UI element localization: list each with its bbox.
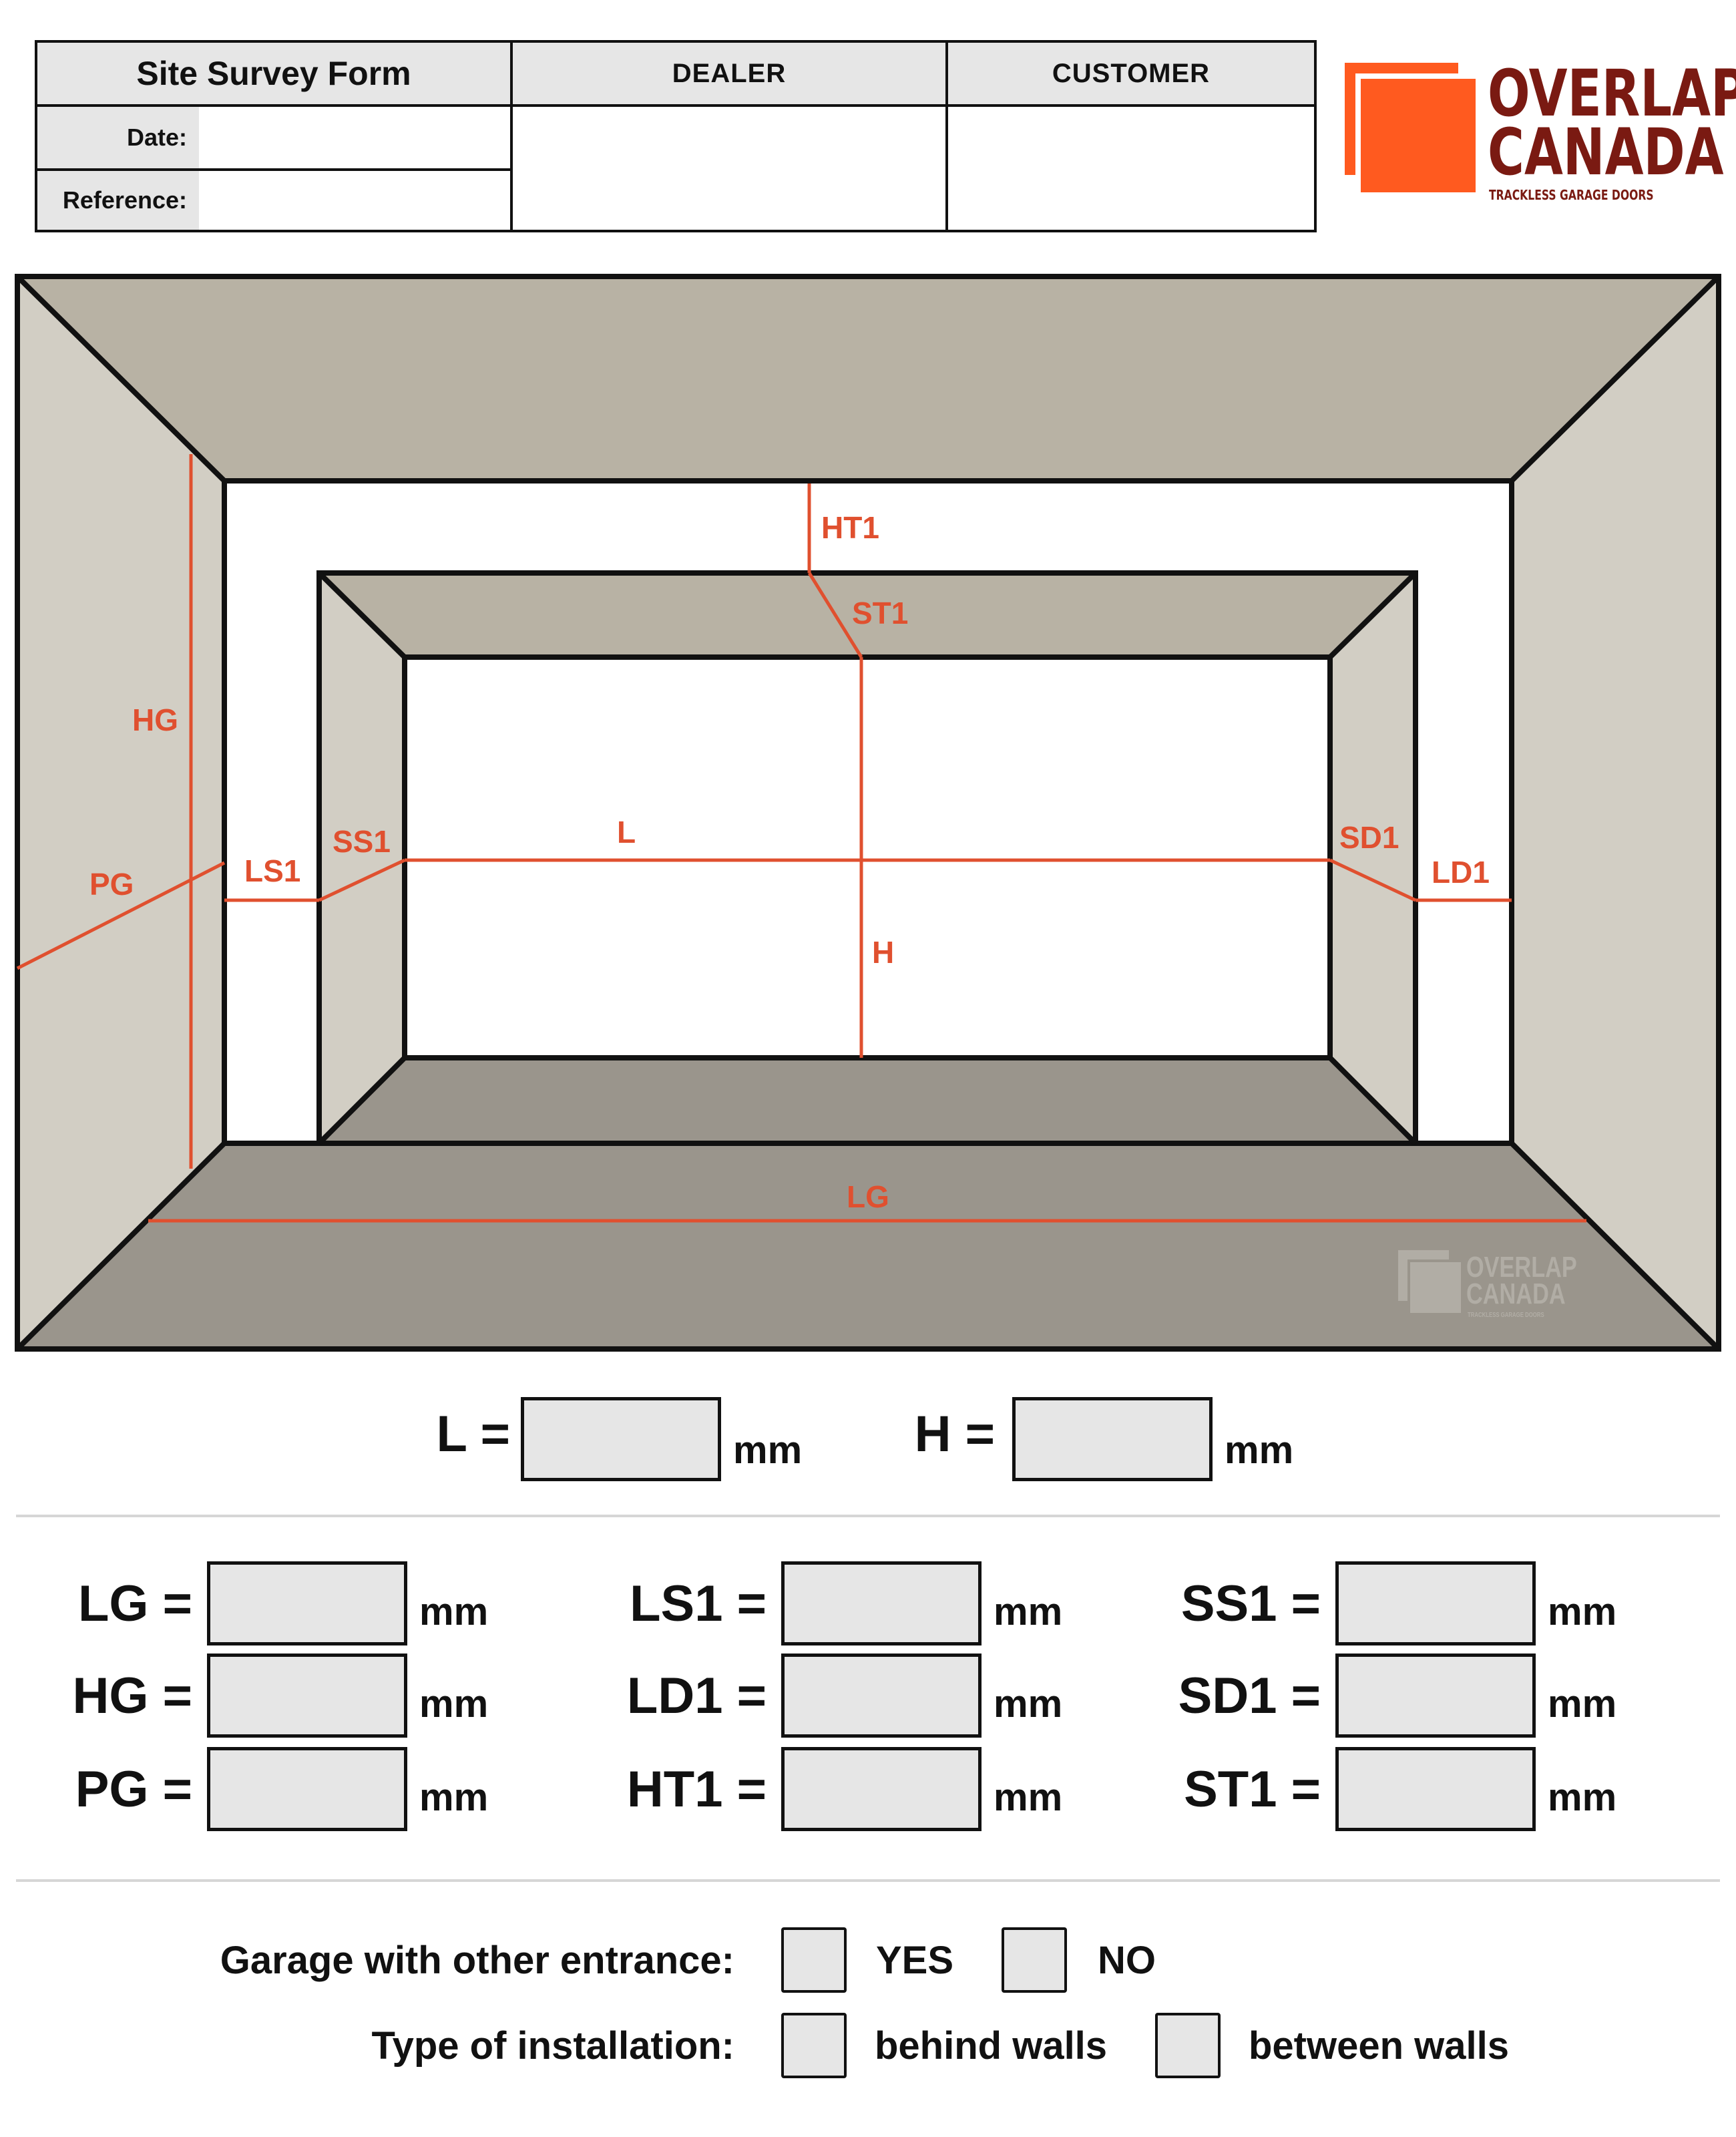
section-divider: [16, 1879, 1720, 1882]
door-opening: [405, 657, 1330, 1058]
logo-line1: OVERLAP: [1488, 56, 1736, 131]
sd1-field-label: SD1 =: [1178, 1668, 1321, 1724]
sd1-measure-line: [1329, 858, 1417, 902]
ht1-input[interactable]: [781, 1747, 982, 1831]
h-unit: mm: [1225, 1428, 1294, 1472]
entrance-question: Garage with other entrance:: [220, 1939, 734, 1982]
ss1-field-label: SS1 =: [1180, 1575, 1321, 1632]
section-divider: [16, 1515, 1720, 1517]
installation-question: Type of installation:: [371, 2024, 735, 2068]
hg-unit: mm: [419, 1682, 489, 1726]
ld1-label: LD1: [1432, 855, 1490, 890]
logo-line2: CANADA: [1488, 115, 1724, 190]
pg-measure-line: [16, 861, 226, 970]
ht1-field-label: HT1 =: [626, 1761, 767, 1818]
ls1-unit: mm: [994, 1590, 1063, 1633]
survey-header-table: Site Survey Form DEALER CUSTOMER Date: R…: [35, 40, 1317, 232]
lg-input[interactable]: [207, 1561, 407, 1645]
ceiling-panel: [17, 276, 1719, 481]
lg-unit: mm: [419, 1590, 489, 1633]
logo-squares-icon: [1345, 63, 1481, 198]
pg-field-label: PG =: [75, 1761, 192, 1818]
sd1-label: SD1: [1339, 820, 1399, 855]
ls1-label: LS1: [244, 853, 300, 888]
logo-tagline: TRACKLESS GARAGE DOORS: [1489, 187, 1654, 203]
ht1-unit: mm: [994, 1776, 1063, 1819]
st1-label: ST1: [852, 596, 908, 630]
ld1-input[interactable]: [781, 1654, 982, 1738]
header-divider: [510, 43, 513, 230]
l-unit: mm: [733, 1428, 803, 1472]
st1-unit: mm: [1548, 1776, 1617, 1819]
header-divider: [37, 104, 1314, 107]
h-field-label: H =: [914, 1406, 995, 1463]
header-divider: [945, 43, 948, 230]
hg-input[interactable]: [207, 1654, 407, 1738]
lg-label: LG: [847, 1179, 889, 1214]
watermark-logo: OVERLAP CANADA TRACKLESS GARAGE DOORS: [1398, 1250, 1577, 1318]
l-label: L: [617, 815, 636, 849]
ls1-input[interactable]: [781, 1561, 982, 1645]
dealer-field[interactable]: [513, 107, 945, 230]
garage-opening-diagram: HT1 ST1 HG PG LS1 SS1 L H SD1 LD1 LG OVE…: [15, 274, 1721, 1352]
ss1-unit: mm: [1548, 1590, 1617, 1633]
inner-left-jamb: [319, 573, 405, 1143]
watermark-tagline: TRACKLESS GARAGE DOORS: [1468, 1311, 1544, 1318]
lg-field-label: LG =: [77, 1575, 192, 1632]
pg-unit: mm: [419, 1776, 489, 1819]
overlap-canada-logo: OVERLAP CANADA TRACKLESS GARAGE DOORS: [1342, 56, 1736, 207]
header-divider: [37, 168, 513, 171]
ss1-label: SS1: [333, 824, 391, 859]
reference-label: Reference:: [37, 171, 199, 230]
right-wall-panel: [1512, 276, 1719, 1349]
hg-field-label: HG =: [72, 1668, 193, 1724]
entrance-no-checkbox[interactable]: [1002, 1927, 1067, 1993]
watermark-line1: OVERLAP: [1466, 1251, 1577, 1284]
floor-panel: [17, 1143, 1719, 1349]
entrance-yes-checkbox[interactable]: [781, 1927, 847, 1993]
l-field-label: L =: [436, 1406, 510, 1463]
between-walls-checkbox[interactable]: [1155, 2013, 1221, 2078]
date-label: Date:: [37, 107, 199, 168]
dealer-heading: DEALER: [513, 43, 945, 104]
behind-walls-label: behind walls: [875, 2024, 1108, 2068]
sd1-input[interactable]: [1335, 1654, 1536, 1738]
ss1-input[interactable]: [1335, 1561, 1536, 1645]
customer-field[interactable]: [948, 107, 1314, 230]
pg-input[interactable]: [207, 1747, 407, 1831]
h-input[interactable]: [1012, 1397, 1213, 1481]
watermark-line2: CANADA: [1466, 1278, 1566, 1310]
form-title: Site Survey Form: [37, 43, 510, 104]
inner-right-jamb: [1330, 573, 1416, 1143]
sd1-unit: mm: [1548, 1682, 1617, 1726]
pg-label: PG: [89, 867, 134, 902]
ss1-measure-line: [318, 858, 406, 902]
inner-sill: [319, 1058, 1416, 1143]
reference-field[interactable]: [199, 171, 510, 230]
st1-measure-line: [807, 572, 863, 658]
st1-field-label: ST1 =: [1184, 1761, 1321, 1818]
ht1-label: HT1: [821, 510, 879, 545]
behind-walls-checkbox[interactable]: [781, 2013, 847, 2078]
inner-lintel: [319, 573, 1416, 657]
entrance-yes-label: YES: [876, 1939, 954, 1982]
st1-input[interactable]: [1335, 1747, 1536, 1831]
hg-label: HG: [132, 703, 178, 737]
left-wall-panel: [17, 276, 224, 1349]
entrance-no-label: NO: [1098, 1939, 1156, 1982]
ld1-field-label: LD1 =: [626, 1668, 767, 1724]
l-input[interactable]: [521, 1397, 721, 1481]
ld1-unit: mm: [994, 1682, 1063, 1726]
date-field[interactable]: [199, 107, 510, 168]
between-walls-label: between walls: [1249, 2024, 1510, 2068]
ls1-field-label: LS1 =: [630, 1575, 767, 1632]
h-label: H: [872, 935, 894, 970]
customer-heading: CUSTOMER: [948, 43, 1314, 104]
